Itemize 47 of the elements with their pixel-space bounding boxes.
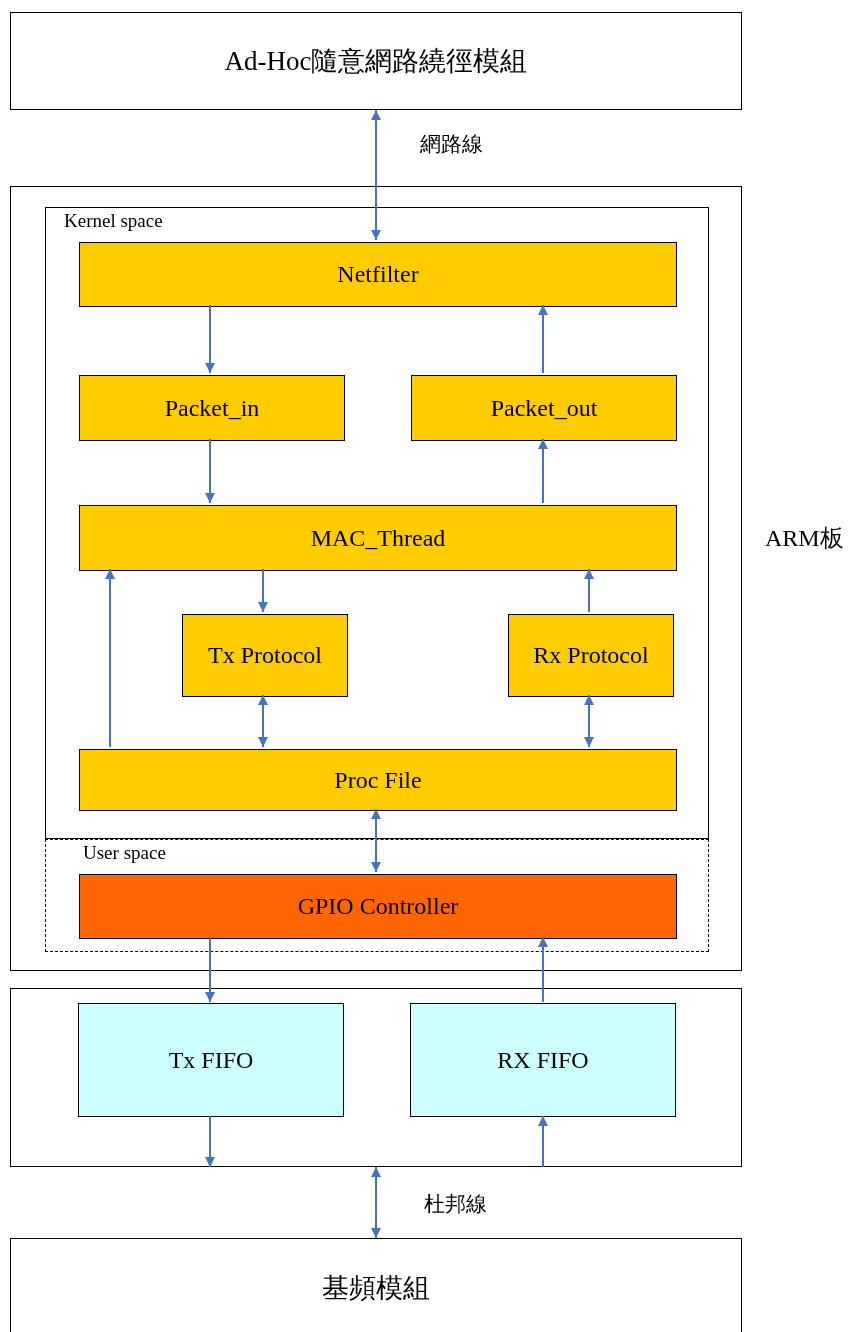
arrow: [371, 1166, 381, 1239]
box-label: GPIO Controller: [297, 893, 459, 920]
arrow: [258, 568, 268, 613]
arrow: [205, 1115, 215, 1168]
process-box: [79, 242, 677, 307]
buffer-box: [410, 1003, 676, 1117]
arrow: [105, 568, 115, 748]
process-box: [411, 375, 677, 441]
module-box: [10, 12, 742, 110]
arrow: [538, 304, 548, 374]
box-label: 基頻模組: [322, 1272, 430, 1305]
arrow: [538, 936, 548, 1003]
arrow: [371, 109, 381, 241]
box-label: Rx Protocol: [533, 642, 649, 669]
process-box: [79, 749, 677, 811]
arrow: [258, 694, 268, 748]
region-box: [45, 207, 709, 839]
region-box: [45, 839, 709, 952]
arrow: [205, 304, 215, 374]
box-label: Packet_out: [490, 394, 598, 422]
box-label: MAC_Thread: [310, 524, 446, 552]
arrow: [538, 438, 548, 504]
arrow: [538, 1115, 548, 1168]
process-box: [79, 375, 345, 441]
arrow: [205, 438, 215, 504]
box-label: Proc File: [334, 766, 422, 794]
module-box: [10, 988, 742, 1167]
process-box: [182, 614, 348, 697]
process-box: [79, 874, 677, 939]
box-label: Tx Protocol: [208, 642, 322, 669]
arrow: [584, 694, 594, 748]
process-box: [79, 505, 677, 571]
arrow: [371, 808, 381, 873]
box-label: Packet_in: [164, 394, 260, 422]
box-label: RX FIFO: [497, 1046, 589, 1074]
region-label: Kernel space: [64, 210, 163, 232]
box-label: Tx FIFO: [168, 1046, 254, 1074]
arrow: [584, 568, 594, 613]
region-label: User space: [83, 842, 166, 864]
buffer-box: [78, 1003, 344, 1117]
box-label: Ad-Hoc隨意網路繞徑模組: [224, 45, 528, 78]
module-box: [10, 186, 742, 971]
module-box: [10, 1238, 742, 1332]
box-label: Netfilter: [337, 261, 419, 288]
arrow: [205, 936, 215, 1003]
side-label: ARM板: [765, 524, 844, 553]
process-box: [508, 614, 674, 697]
